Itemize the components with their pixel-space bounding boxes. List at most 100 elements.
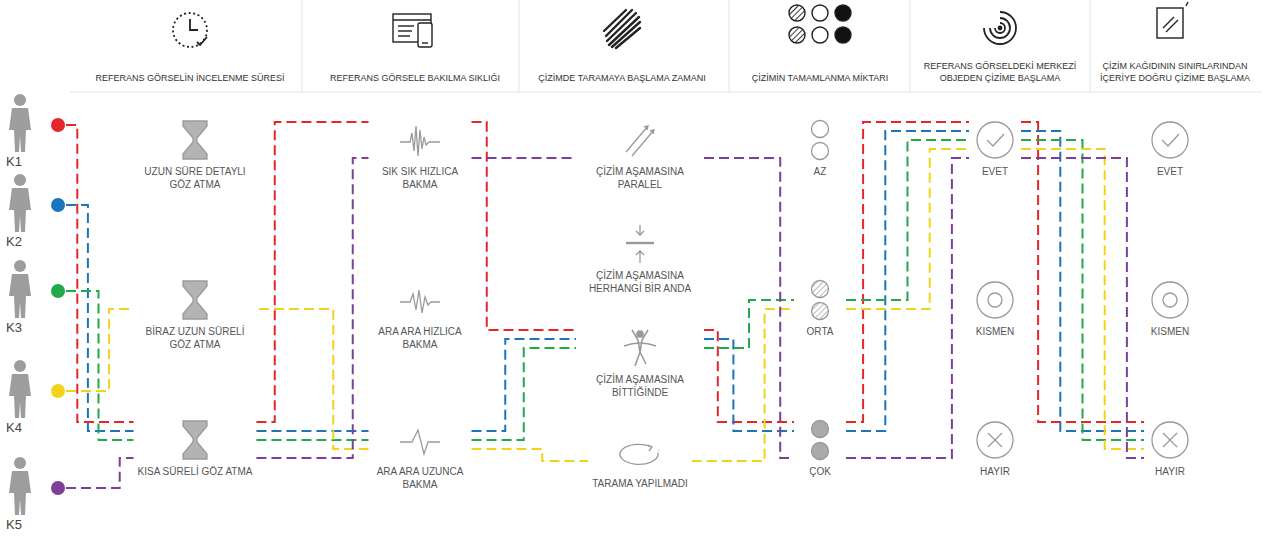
participant-path — [472, 449, 589, 461]
column-header: ÇİZİMDE TARAMAYA BAŞLAMA ZAMANI — [525, 72, 720, 84]
browser-phone-icon — [398, 30, 412, 31]
category-icon — [1163, 433, 1177, 447]
participant-dot — [51, 384, 65, 398]
participant-figure — [9, 108, 31, 152]
category-icon — [400, 126, 440, 156]
column-header: REFERANS GÖRSELE BAKILMA SIKLIĞI — [315, 72, 515, 84]
category-label: ÇİZİM AŞAMASINA HERHANGİ BİR ANDA — [580, 270, 700, 295]
category-icon — [398, 278, 442, 322]
participant-path — [472, 122, 577, 330]
paper-icon — [1163, 17, 1178, 32]
scribble-icon — [604, 10, 640, 48]
participant-path — [1021, 122, 1144, 422]
category-icon — [183, 281, 207, 319]
category-label: SIK SIK HIZLICA BAKMA — [373, 166, 468, 191]
category-icon — [658, 450, 659, 454]
category-icon — [618, 222, 662, 266]
category-icon — [987, 134, 1004, 146]
category-node: ÇOK — [794, 418, 846, 479]
participant-label: K1 — [4, 154, 66, 169]
category-icon — [973, 418, 1017, 462]
participant-path — [472, 157, 577, 159]
participant-path — [66, 205, 134, 431]
category-label: KISMEN — [1148, 326, 1192, 339]
category-icon — [1148, 278, 1192, 322]
category-icon — [812, 421, 829, 460]
participant-figure — [4, 172, 66, 234]
participant-path — [66, 125, 134, 422]
participant-dot — [51, 284, 65, 298]
category-icon — [977, 422, 1013, 458]
clock-icon — [197, 37, 207, 45]
participant-figure — [9, 188, 31, 232]
category-node: UZUN SÜRE DETAYLI GÖZ ATMA — [131, 118, 259, 191]
header-dividers — [910, 0, 911, 92]
participant-path — [66, 291, 134, 440]
category-icon — [1148, 418, 1192, 462]
participant-path — [846, 149, 969, 309]
category-icon — [812, 421, 829, 438]
category-icon — [183, 121, 207, 159]
completion-dots-icon — [789, 5, 805, 21]
category-icon — [637, 331, 643, 337]
category-label: ARA ARA UZUNCA BAKMA — [373, 466, 468, 491]
participant-path — [472, 348, 577, 440]
participant-figure — [9, 274, 31, 318]
participant: K2 — [4, 172, 66, 249]
category-node: KISA SÜRELİ GÖZ ATMA — [134, 418, 257, 479]
header-dividers — [729, 0, 730, 92]
category-icon — [977, 422, 1013, 458]
participant-path — [846, 158, 969, 458]
completion-dots-icon — [812, 5, 828, 21]
participant-dot — [51, 198, 65, 212]
category-icon — [618, 430, 662, 474]
category-icon — [400, 430, 440, 454]
category-node: ORTA — [794, 278, 846, 339]
category-label: BİRAZ UZUN SÜRELİ GÖZ ATMA — [135, 326, 255, 351]
category-icon — [400, 290, 440, 313]
category-icon — [626, 126, 654, 156]
category-icon — [626, 242, 654, 244]
header-dividers — [302, 0, 303, 92]
completion-dots-icon — [789, 5, 851, 43]
spiral-icon — [990, 18, 1010, 38]
browser-phone-icon — [393, 14, 432, 47]
participant-dot — [51, 118, 65, 132]
category-icon — [977, 282, 1013, 318]
category-icon — [1152, 122, 1188, 158]
participant-label: K4 — [4, 420, 66, 435]
header-dividers — [1090, 0, 1091, 92]
category-icon — [812, 303, 829, 320]
paper-icon — [1157, 8, 1183, 38]
spiral-icon — [999, 27, 1002, 30]
clock-icon — [173, 13, 207, 47]
category-icon — [812, 281, 829, 320]
category-icon — [624, 330, 656, 366]
category-icon — [1152, 282, 1188, 318]
category-icon — [620, 444, 659, 464]
clock-icon — [173, 13, 207, 47]
participant-figure — [9, 260, 31, 318]
category-icon — [1152, 122, 1188, 158]
completion-dots-icon — [835, 27, 851, 43]
participant-path — [846, 122, 969, 422]
category-node: KISMEN — [1144, 278, 1196, 339]
browser-phone-icon — [422, 42, 428, 43]
spiral-icon — [984, 12, 1016, 44]
category-node: SIK SIK HIZLICA BAKMA — [369, 118, 472, 191]
browser-phone-icon — [418, 23, 432, 47]
participant-figure — [4, 92, 66, 154]
participant: K4 — [4, 358, 66, 435]
participant-figure — [9, 374, 31, 418]
category-icon — [812, 121, 829, 160]
participant-path — [256, 122, 368, 422]
category-node: EVET — [969, 118, 1021, 179]
completion-dots-icon — [812, 27, 828, 43]
participant-figure — [4, 455, 66, 517]
category-node: EVET — [1144, 118, 1196, 179]
participant: K3 — [4, 258, 66, 335]
participant-dot — [51, 481, 65, 495]
participant-path — [1021, 140, 1144, 440]
participant-figure — [14, 360, 26, 372]
